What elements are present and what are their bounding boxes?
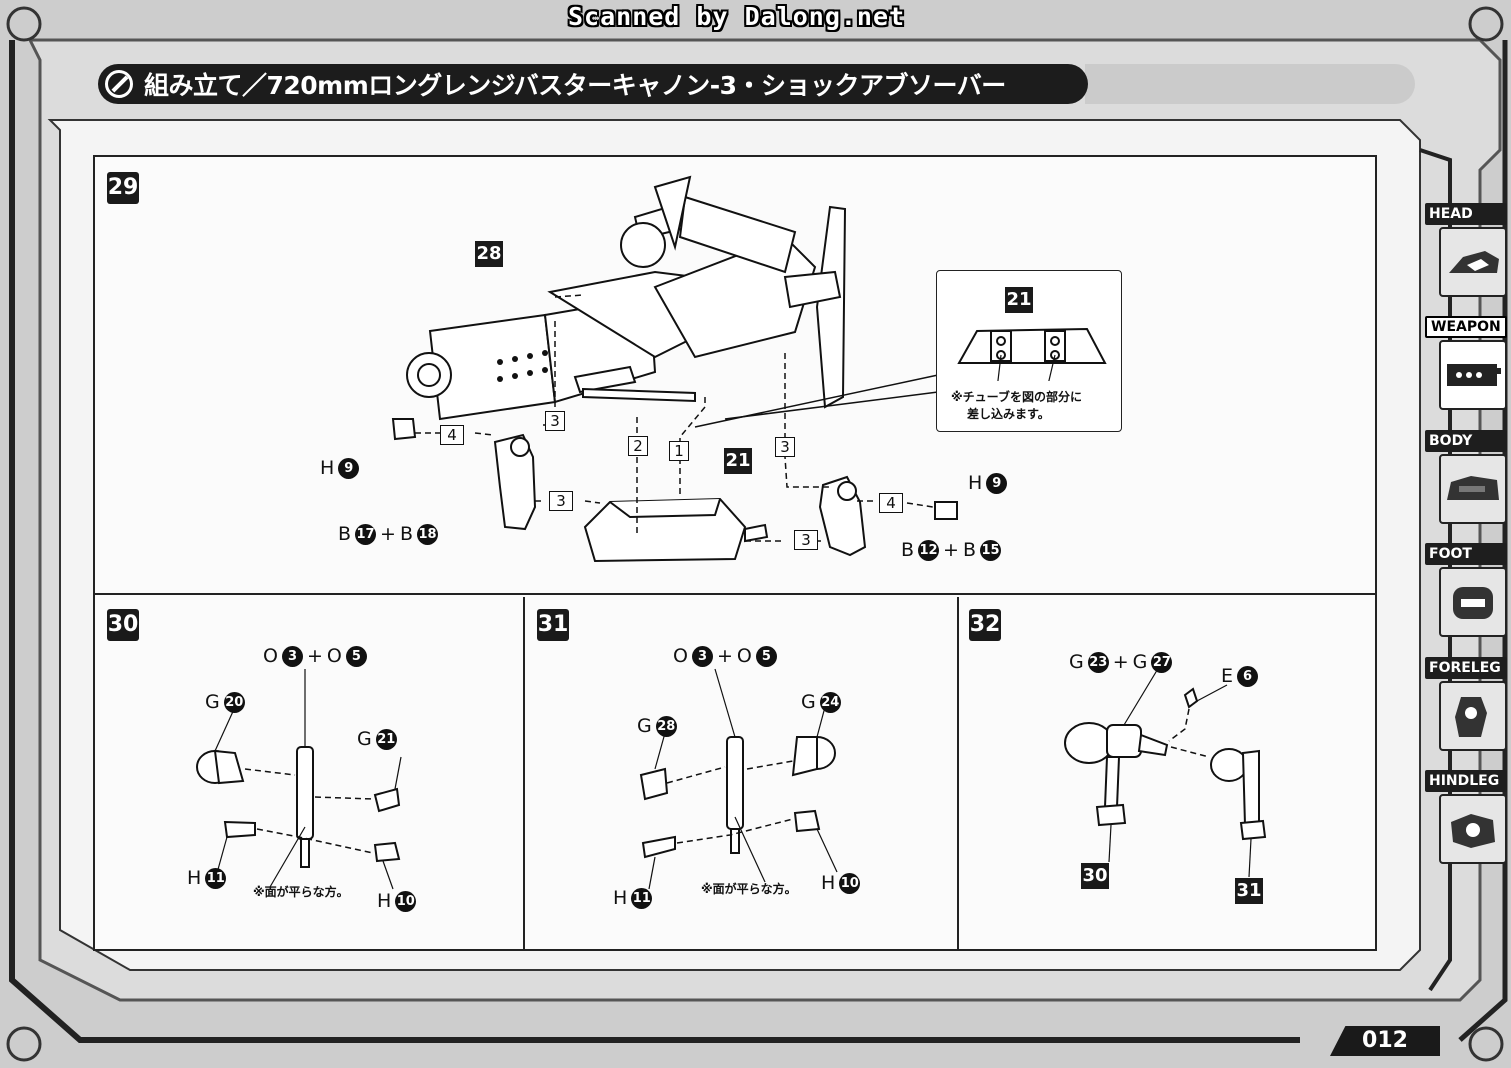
title-bar-shadow: [1085, 64, 1415, 104]
step-29-diagram: [391, 175, 958, 563]
tab-body-label: BODY: [1425, 430, 1507, 452]
tab-body[interactable]: BODY: [1425, 430, 1511, 534]
page-number: 012: [1330, 1026, 1440, 1056]
flat-side-note: ※面が平らな方。: [701, 882, 797, 896]
tab-foreleg[interactable]: FORELEG: [1425, 657, 1511, 761]
head-icon: [1439, 227, 1507, 297]
tab-foreleg-label: FORELEG: [1425, 657, 1507, 679]
page-title: 組み立て／720mmロングレンジバスターキャノン-3・ショックアブソーバー: [144, 71, 1006, 100]
callout-detail-diagram: [957, 327, 1107, 381]
step-number: 32: [969, 609, 1001, 641]
foreleg-icon: [1439, 681, 1507, 751]
step-number: 30: [107, 609, 139, 641]
part-number-21-callout: 21: [1005, 287, 1033, 313]
part-number-30: 30: [1081, 863, 1109, 889]
seq-box: 3: [545, 411, 565, 431]
seq-box: 4: [879, 493, 903, 513]
seq-box: 4: [440, 425, 464, 445]
tube-insertion-note: ※チューブを図の部分に 差し込みます。: [951, 390, 1082, 421]
step-31-diagram: [639, 668, 838, 890]
part-number-21: 21: [724, 448, 752, 474]
right-arm: [818, 475, 958, 557]
tab-hindleg[interactable]: HINDLEG: [1425, 770, 1511, 874]
part-number-28: 28: [475, 241, 503, 267]
weapon-icon: [1439, 340, 1507, 410]
step-32-diagram: [1064, 666, 1267, 878]
step-30-panel: 30: [95, 597, 525, 949]
tab-weapon[interactable]: WEAPON: [1425, 316, 1511, 420]
flat-side-note: ※面が平らな方。: [253, 885, 349, 899]
step-32-panel: 32: [959, 597, 1375, 949]
tab-weapon-label: WEAPON: [1425, 316, 1507, 338]
seq-box: 3: [775, 437, 795, 457]
instruction-frame: 29: [93, 155, 1377, 951]
body-icon: [1439, 454, 1507, 524]
tab-head[interactable]: HEAD: [1425, 203, 1511, 307]
step-30-diagram: [196, 669, 402, 890]
step-29-panel: 29: [95, 157, 1375, 595]
cannon-assembly: [406, 175, 847, 421]
seq-box: 2: [628, 436, 648, 456]
step-number: 31: [537, 609, 569, 641]
watermark-text: Scanned by Dalong.net: [568, 2, 906, 31]
left-arm: [391, 418, 537, 531]
title-bar: 組み立て／720mmロングレンジバスターキャノン-3・ショックアブソーバー: [98, 64, 1088, 104]
part-number-31: 31: [1235, 878, 1263, 904]
foot-icon: [1439, 567, 1507, 637]
base-part-21: [583, 497, 769, 563]
tab-hindleg-label: HINDLEG: [1425, 770, 1507, 792]
seq-box: 1: [669, 441, 689, 461]
seq-box: 3: [549, 491, 573, 511]
tube-insertion-callout: 21 ※チューブを図の部分に 差し込みます。: [936, 270, 1122, 432]
hindleg-icon: [1439, 794, 1507, 864]
tab-foot[interactable]: FOOT: [1425, 543, 1511, 647]
tab-head-label: HEAD: [1425, 203, 1507, 225]
step-31-panel: 31: [525, 597, 959, 949]
seq-box: 3: [794, 530, 818, 550]
wrench-icon: [105, 70, 133, 98]
tab-foot-label: FOOT: [1425, 543, 1507, 565]
step-number: 29: [107, 172, 139, 204]
